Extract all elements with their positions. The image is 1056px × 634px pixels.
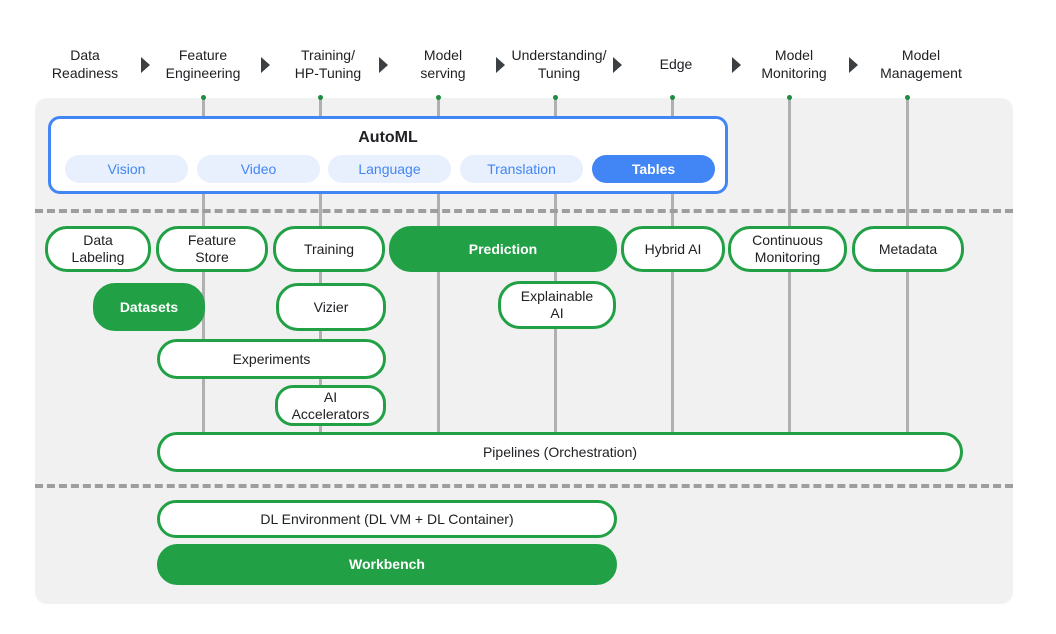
hybrid-ai-pill[interactable]: Hybrid AI — [621, 226, 725, 272]
stage-training-hp-tuning: Training/ HP-Tuning — [294, 47, 362, 81]
training-pill[interactable]: Training — [273, 226, 385, 272]
pipelines-pill[interactable]: Pipelines (Orchestration) — [157, 432, 963, 472]
chevron-right-icon — [261, 57, 270, 73]
chip-translation[interactable]: Translation — [460, 155, 583, 183]
chip-vision[interactable]: Vision — [65, 155, 188, 183]
metadata-pill[interactable]: Metadata — [852, 226, 964, 272]
stage-model-serving: Model serving — [420, 47, 466, 81]
stage-data-readiness: Data Readiness — [51, 47, 119, 81]
section-divider — [35, 209, 1013, 213]
dl-environment-pill[interactable]: DL Environment (DL VM + DL Container) — [157, 500, 617, 538]
stage-model-management: Model Management — [880, 47, 962, 81]
data-labeling-pill[interactable]: Data Labeling — [45, 226, 151, 272]
stage-dot — [670, 95, 675, 100]
stage-edge: Edge — [659, 56, 693, 72]
chevron-right-icon — [849, 57, 858, 73]
chevron-right-icon — [732, 57, 741, 73]
continuous-monitoring-pill[interactable]: Continuous Monitoring — [728, 226, 847, 272]
experiments-pill[interactable]: Experiments — [157, 339, 386, 379]
datasets-pill[interactable]: Datasets — [93, 283, 205, 331]
feature-store-pill[interactable]: Feature Store — [156, 226, 268, 272]
automl-title: AutoML — [358, 129, 418, 146]
chip-language[interactable]: Language — [328, 155, 451, 183]
workbench-pill[interactable]: Workbench — [157, 544, 617, 585]
chevron-right-icon — [496, 57, 505, 73]
chevron-right-icon — [379, 57, 388, 73]
stage-model-monitoring: Model Monitoring — [761, 47, 827, 81]
stage-dot — [905, 95, 910, 100]
chip-video[interactable]: Video — [197, 155, 320, 183]
explainable-ai-pill[interactable]: Explainable AI — [498, 281, 616, 329]
stage-dot — [787, 95, 792, 100]
vizier-pill[interactable]: Vizier — [276, 283, 386, 331]
prediction-pill[interactable]: Prediction — [389, 226, 617, 272]
chevron-right-icon — [141, 57, 150, 73]
ai-accelerators-pill[interactable]: AI Accelerators — [275, 385, 386, 426]
stage-dot — [201, 95, 206, 100]
stage-understanding-tuning: Understanding/ Tuning — [511, 47, 607, 81]
stage-dot — [318, 95, 323, 100]
chip-tables[interactable]: Tables — [592, 155, 715, 183]
stage-dot — [553, 95, 558, 100]
stage-feature-engineering: Feature Engineering — [165, 47, 241, 81]
chevron-right-icon — [613, 57, 622, 73]
section-divider — [35, 484, 1013, 488]
stage-dot — [436, 95, 441, 100]
